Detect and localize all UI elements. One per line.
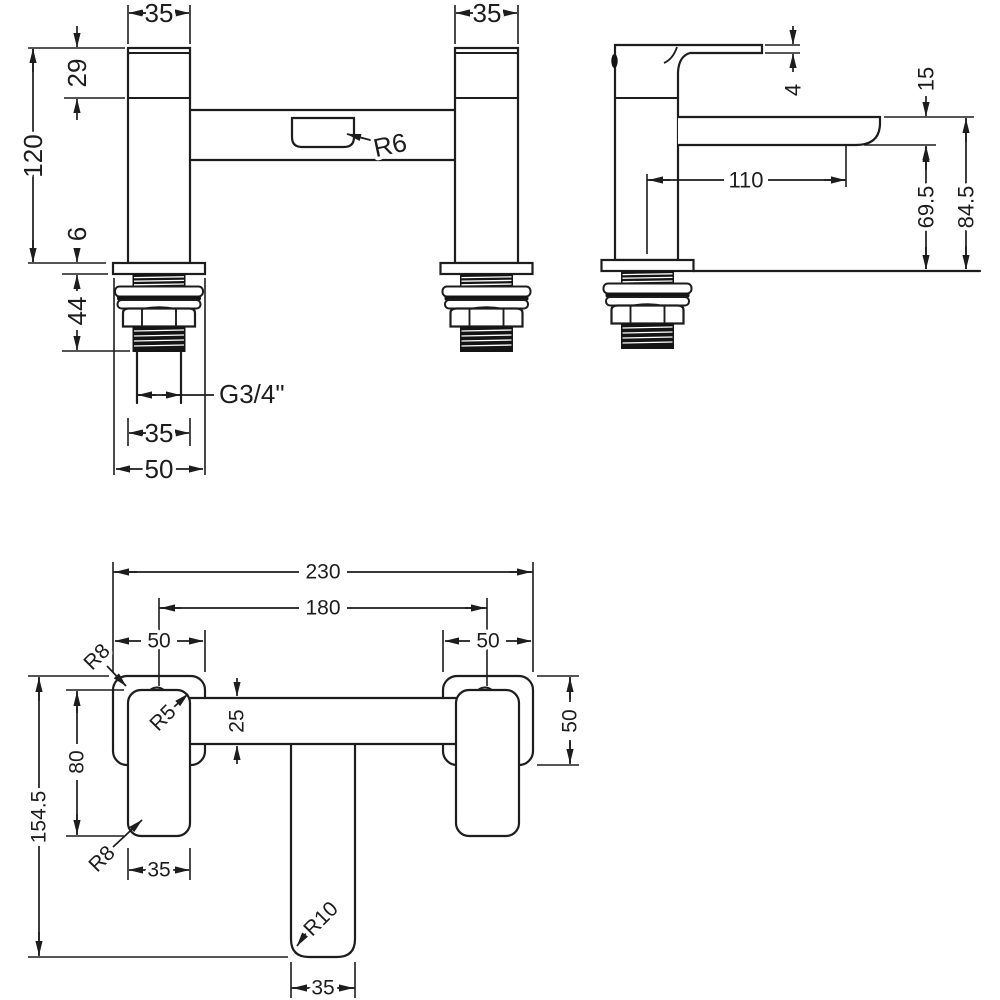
- front-view: [111, 46, 534, 405]
- plan-right-handle: [454, 688, 521, 838]
- dim-side-spout-reach: 110: [728, 168, 763, 193]
- dim-side-spout-thickness: 15: [914, 67, 939, 91]
- side-mounting-stack: [600, 258, 695, 351]
- front-right-mounting-stack: [439, 261, 534, 354]
- dim-front-width-left: 35: [145, 0, 174, 28]
- plan-view: [111, 674, 535, 959]
- side-lever-tip: [611, 54, 618, 68]
- front-left-pillar: [126, 46, 192, 265]
- dim-front-plate-width: 50: [145, 454, 174, 484]
- front-spout-recess: [290, 116, 356, 149]
- dim-side-lever-thickness: 4: [781, 84, 806, 96]
- front-right-pillar: [453, 46, 520, 265]
- side-body-and-lever: [613, 43, 764, 262]
- front-left-mounting-stack: [111, 261, 207, 354]
- plan-cross-body: [188, 696, 458, 746]
- dim-plan-plate-depth: 50: [559, 709, 582, 732]
- dim-plan-overall-width: 230: [305, 561, 340, 584]
- dim-front-width-right: 35: [473, 0, 502, 28]
- front-dimensions: [28, 5, 519, 475]
- dim-plan-plate-width-right: 50: [476, 630, 499, 653]
- side-dimensions: [646, 26, 974, 270]
- plan-dimensions: [28, 562, 579, 998]
- dim-front-total-height: 120: [18, 134, 48, 177]
- dim-plan-body-depth: 25: [226, 709, 249, 732]
- dim-side-height-over-spout: 84.5: [954, 186, 979, 229]
- dim-front-tail-width: 35: [145, 418, 174, 448]
- side-spout: [678, 115, 882, 147]
- dim-front-thread-spec: G3/4": [219, 379, 285, 409]
- dim-plan-overall-depth: 154.5: [28, 791, 51, 844]
- plan-left-handle: [126, 688, 192, 838]
- dim-plan-handle-width: 35: [147, 859, 170, 882]
- dim-front-recess-radius: R6: [371, 127, 410, 163]
- side-view: [600, 43, 982, 351]
- dim-front-plate-thickness: 6: [62, 227, 92, 241]
- dim-plan-handle-length: 80: [66, 750, 89, 773]
- dim-front-cap-height: 29: [62, 59, 92, 88]
- plan-spout: [289, 744, 357, 959]
- dim-side-height-under-spout: 69.5: [914, 186, 939, 229]
- dim-plan-hole-centres: 180: [305, 597, 340, 620]
- side-lever-fillet: [663, 46, 678, 64]
- dim-plan-plate-width-left: 50: [147, 630, 170, 653]
- front-cross-body: [188, 108, 457, 162]
- dim-front-shank-length: 44: [62, 297, 92, 326]
- plan-handle-index-marks: [149, 686, 493, 691]
- dim-plan-spout-width: 35: [311, 977, 334, 1000]
